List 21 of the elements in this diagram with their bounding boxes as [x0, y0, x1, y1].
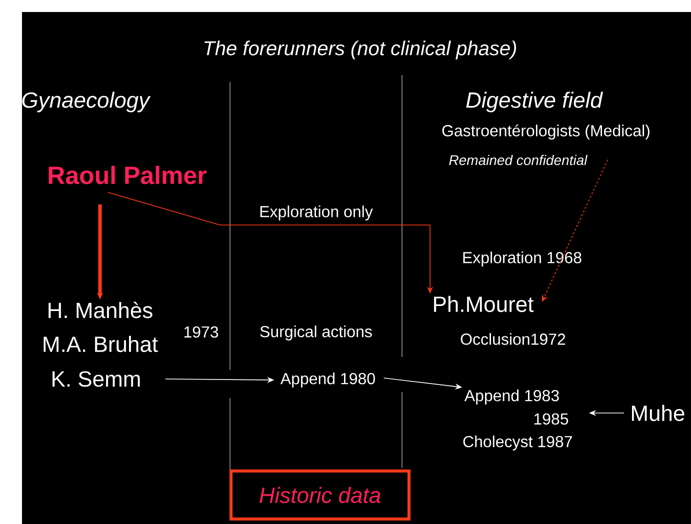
name-text: H. Manhès	[48, 302, 152, 318]
text-label: Exploration only	[260, 206, 373, 220]
text-label: 1973	[184, 326, 218, 338]
name-text: Raoul Palmer	[48, 166, 206, 184]
highlight-box: Historic data	[230, 470, 410, 520]
name-text: Append 1983	[464, 390, 559, 404]
slide-title: The forerunners (not clinical phase)	[204, 40, 516, 60]
text-label: Remained confidential	[449, 154, 588, 166]
name-text: Append 1980	[280, 372, 375, 388]
heading: Digestive field	[466, 92, 603, 112]
name-text: Gastroentérologists (Medical)	[442, 124, 650, 140]
name-text: K. Semm	[52, 371, 140, 387]
heading: Gynaecology	[22, 92, 151, 112]
name-text: Muhe	[632, 404, 684, 422]
name-text: 1985	[534, 413, 568, 425]
name-text: M.A. Bruhat	[44, 336, 158, 352]
text-label: Surgical actions	[260, 326, 372, 340]
text-label: Occlusion1972	[460, 333, 566, 345]
text-label: Exploration 1968	[463, 252, 582, 266]
name-text: Cholecyst 1987	[463, 436, 572, 450]
name-text: Ph.Mouret	[434, 296, 534, 312]
